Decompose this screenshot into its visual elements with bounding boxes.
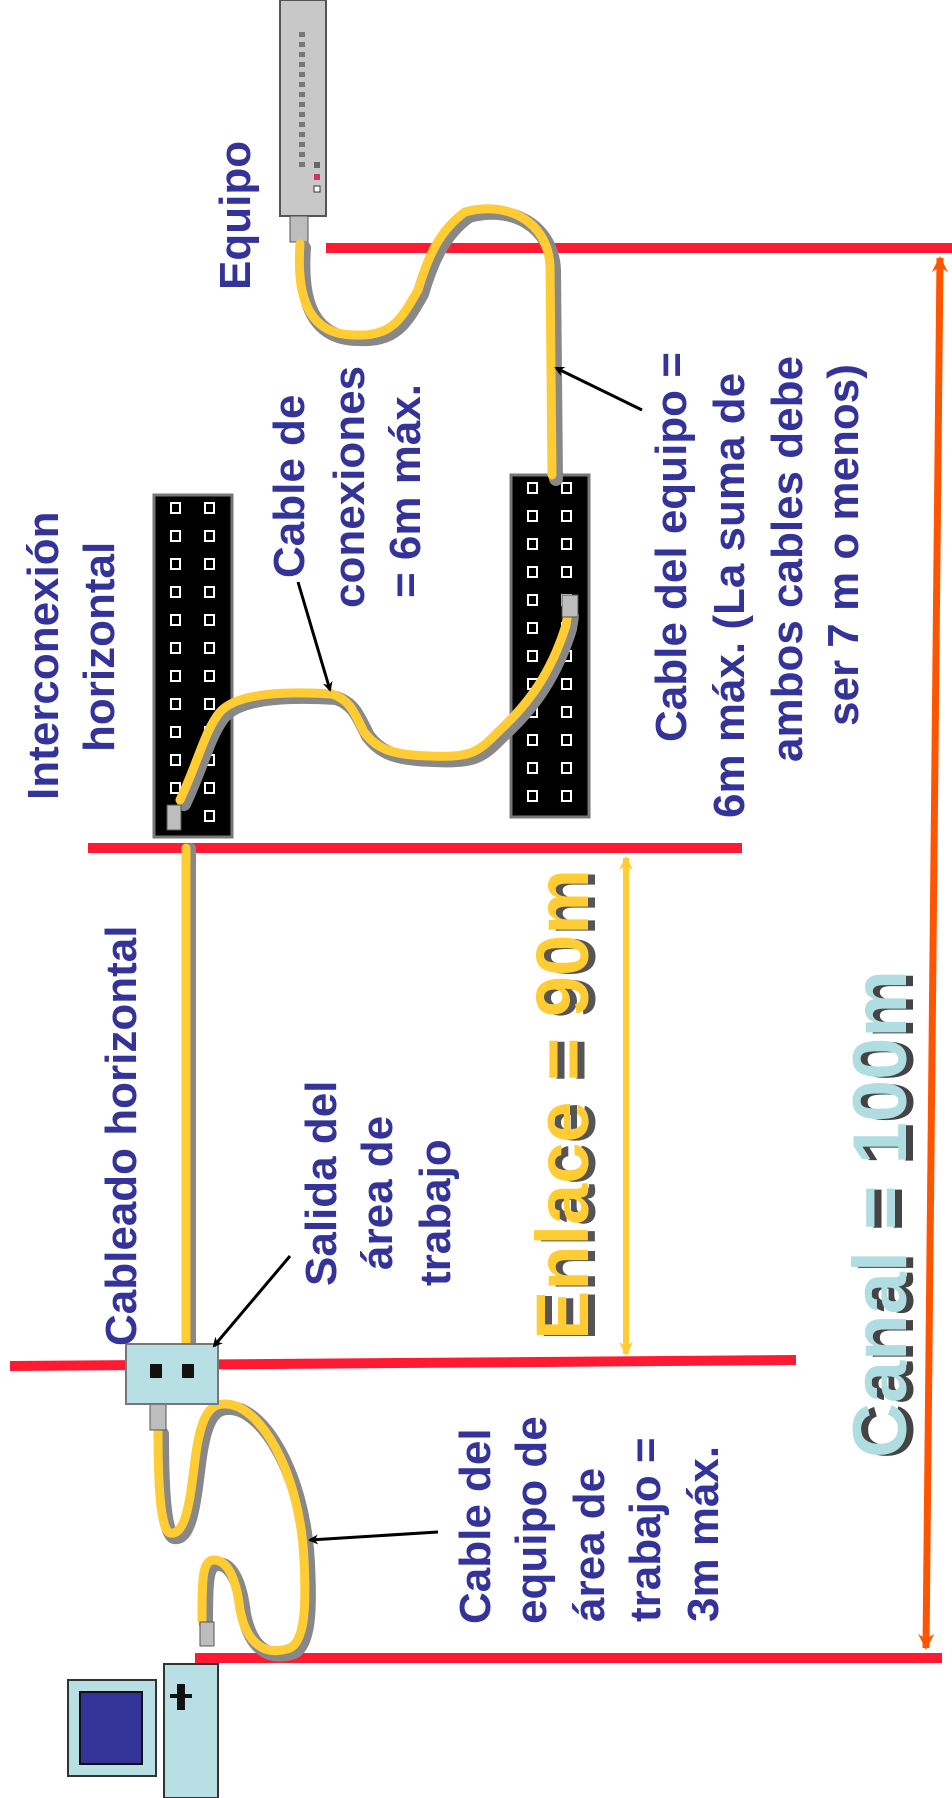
patch-port (170, 502, 181, 514)
patch-port (204, 670, 215, 682)
svg-text:conexiones: conexiones (325, 366, 374, 608)
svg-text:Canal = 100m: Canal = 100m (845, 971, 930, 1459)
equipment-led (299, 152, 305, 157)
svg-text:trabajo: trabajo (411, 1139, 460, 1286)
equipment-led (299, 102, 305, 107)
svg-text:Cable del equipo =: Cable del equipo = (647, 352, 696, 742)
patch-port (204, 810, 215, 822)
pointer-arrow-cable-area (308, 1530, 439, 1545)
equipment-led (299, 132, 305, 137)
label-equipo: Equipo (211, 141, 260, 290)
patch-port (561, 678, 572, 690)
svg-text:ser 7 m o menos): ser 7 m o menos) (819, 364, 868, 726)
patch-cable (166, 594, 579, 831)
svg-text:Cable del: Cable del (451, 1428, 500, 1624)
patch-port (204, 614, 215, 626)
patch-port (170, 754, 181, 766)
svg-text:3m máx.: 3m máx. (679, 1446, 728, 1622)
patch-port (527, 594, 538, 606)
svg-text:Cable de: Cable de (265, 395, 314, 578)
patch-port (170, 586, 181, 598)
equipment-led (299, 162, 305, 167)
svg-text:horizontal: horizontal (75, 542, 124, 752)
pointer-arrow-salida (212, 1255, 292, 1348)
patch-port (527, 566, 538, 578)
label-salida-area: Salida del área de trabajo (297, 1081, 460, 1286)
svg-text:trabajo =: trabajo = (621, 1437, 670, 1622)
pointer-arrow-cable-equipo (554, 366, 643, 412)
equipment-led (299, 122, 305, 127)
patch-port (561, 706, 572, 718)
horizontal-cable (181, 843, 196, 1351)
patch-port (170, 670, 181, 682)
patch-port (170, 698, 181, 710)
patch-port (561, 566, 572, 578)
svg-text:área de: área de (353, 1116, 402, 1270)
network-equipment-icon (279, 0, 327, 243)
label-enlace: Enlace = 90m Enlace = 90m (521, 869, 611, 1341)
patch-port (527, 538, 538, 550)
equipment-led (299, 62, 305, 67)
svg-text:equipo de: equipo de (507, 1416, 556, 1624)
equipment-led (299, 52, 305, 57)
equipment-led (299, 92, 305, 97)
label-canal: Canal = 100m Canal = 100m (838, 970, 930, 1459)
patch-port (561, 538, 572, 550)
patch-port (561, 482, 572, 494)
label-interconexion: Interconexión horizontal (19, 512, 124, 801)
patch-port (204, 558, 215, 570)
patch-port (527, 482, 538, 494)
patch-port (561, 734, 572, 746)
svg-text:Enlace = 90m: Enlace = 90m (528, 870, 611, 1341)
patch-port (170, 642, 181, 654)
equipment-led (299, 142, 305, 147)
svg-text:Interconexión: Interconexión (19, 512, 68, 801)
patch-port (527, 650, 538, 662)
svg-text:6m máx. (La suma de: 6m máx. (La suma de (705, 373, 754, 818)
patch-port (170, 530, 181, 542)
patch-panel-right (509, 473, 591, 819)
computer-icon (67, 1663, 219, 1798)
equipment-cable (294, 204, 563, 486)
patch-port (527, 510, 538, 522)
equipment-led (299, 42, 305, 47)
patch-port (561, 790, 572, 802)
patch-port (527, 622, 538, 634)
svg-text:ambos cables debe: ambos cables debe (763, 356, 812, 762)
pointer-arrow-cable-conexiones (296, 581, 333, 692)
patch-port (527, 734, 538, 746)
patch-port (561, 762, 572, 774)
equipment-led (299, 72, 305, 77)
label-cable-conexiones: Cable de conexiones = 6m máx. (265, 366, 430, 608)
patch-port (561, 510, 572, 522)
patch-port (170, 558, 181, 570)
work-area-cable (149, 1399, 316, 1662)
patch-port (204, 530, 215, 542)
patch-port (204, 502, 215, 514)
label-cable-equipo: Cable del equipo = 6m máx. (La suma de a… (647, 352, 868, 818)
patch-port (527, 762, 538, 774)
patch-port (204, 698, 215, 710)
canal-dimension-arrow (918, 256, 948, 1650)
work-area-outlet-icon (125, 1343, 219, 1405)
patch-port (204, 642, 215, 654)
label-cableado-horizontal: Cableado horizontal (97, 926, 146, 1346)
patch-port (204, 586, 215, 598)
patch-port (527, 790, 538, 802)
patch-port (204, 782, 215, 794)
equipment-led (299, 82, 305, 87)
svg-text:Salida del: Salida del (297, 1081, 346, 1286)
equipment-led (299, 112, 305, 117)
svg-text:= 6m máx.: = 6m máx. (381, 384, 430, 598)
svg-text:Enlace = 90m: Enlace = 90m (521, 869, 604, 1340)
svg-text:área de: área de (565, 1468, 614, 1622)
equipment-led (299, 32, 305, 37)
patch-port (170, 614, 181, 626)
patch-port (170, 726, 181, 738)
patch-port (170, 782, 181, 794)
svg-text:Canal = 100m: Canal = 100m (838, 970, 923, 1458)
label-cable-area-trabajo: Cable del equipo de área de trabajo = 3m… (451, 1416, 728, 1624)
